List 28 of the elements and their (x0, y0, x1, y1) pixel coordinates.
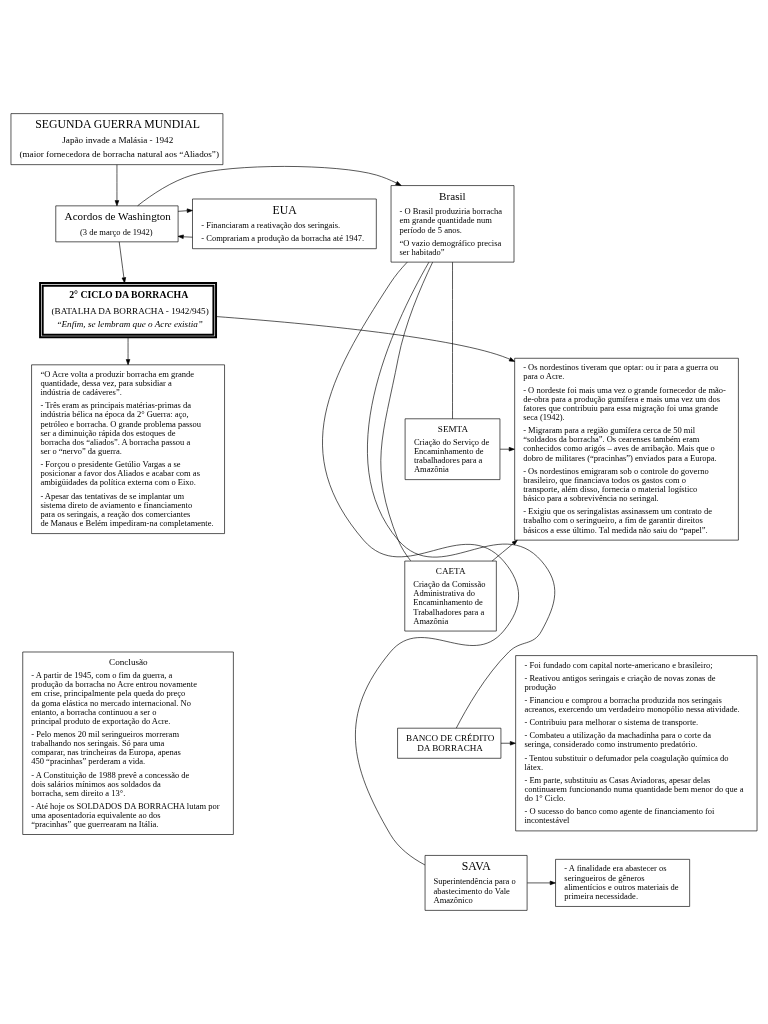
arrow (177, 208, 193, 213)
arrow (499, 447, 515, 452)
arrow (500, 741, 516, 746)
arrow (177, 234, 193, 239)
node-box: Brasil - O Brasil produziria borracha em grande quantidade num período de 5 anos. “O vazio demográfico precisa ser habitado” (390, 185, 515, 263)
arrow (137, 166, 402, 207)
node-box: Acordos de Washington (3 de março de 1942) (55, 205, 179, 243)
node-box: - A finalidade era abastecer os seringueiros de gêneros alimentícios e outros materiais de primeira necessidade. (555, 859, 690, 907)
arrow (491, 539, 518, 562)
connector (452, 261, 453, 420)
arrow (118, 241, 127, 284)
node-box: Conclusão - A partir de 1945, com o fim da guerra, a produção da borracha no Acre entrou novamente em crise, principalmente pela queda do preço da goma elástica no mercado internacional. No entanto, a borracha continuou a ser o principal produto de exportação do Acre. - Pelo menos 20 mil seringueiros morreram trabalhando nos seringais. Só para uma comparar, nas trincheiras da Europa, apenas 450 “pracinhas” perderam a vida. - A Constituição de 1988 prevê a concessão de dois salários mínimos aos soldados da borracha, sem direito a 13°. - Até hoje os SOLDADOS DA BORRACHA lutam por uma aposentadoria equivalente ao dos “pracinhas” que guerrearam na Itália. (22, 651, 234, 835)
node-box: BANCO DE CRÉDITO DA BORRACHA (397, 727, 502, 759)
arrow (125, 337, 131, 366)
node-box: CAETA Criação da Comissão Administrativa do Encaminhamento de Trabalhadores para a Amazônia (404, 560, 497, 632)
node-box: SEMTA Criação do Serviço de Encaminhamento de trabalhadores para a Amazônia (404, 418, 501, 480)
node-box: EUA - Financiaram a reativação dos seringais. - Comprariam a produção da borracha até 1947. (192, 198, 377, 250)
node-box: SEGUNDA GUERRA MUNDIAL Japão invade a Malásia - 1942 (maior fornecedora de borracha natural aos “Aliados”) (10, 113, 224, 165)
connector (380, 261, 433, 562)
node-box: - Os nordestinos tiveram que optar: ou ir para a guerra ou para o Acre. - O nordeste foi mais uma vez o grande fornecedor de mão-de-obra para a produção gumífera e mais uma vez um dos fatores que contribuiu para essa migração foi uma grande seca (1942). - Migraram para a região gumífera cerca de 50 mil “soldados da borracha”. Os cearenses também eram conhecidos como arigós – aves de arribação. Mais que o dobro de militares (“pracinhas”) enviados para a Europa. - Os nordestinos emigraram sob o controle do governo brasileiro, que financiava todos os gastos com o transporte, além disso, fornecia o material logístico básico para a sobrevivência no seringal. - Exigiu que os seringalistas assinassem um contrato de trabalho com o seringueiro, a fim de garantir direitos básicos a esse último. Tal medida não saiu do “papel”. (514, 357, 739, 541)
node-box: - Foi fundado com capital norte-americano e brasileiro; - Reativou antigos seringais e criação de novas zonas de produção - Financiou e comprou a borracha produzida nos seringais acreanos, exercendo um verdadeiro monopólio nessa atividade. - Contribuiu para melhorar o sistema de transporte. - Combateu a utilização da machadinha para o corte da seringa, considerado como instrumento predatório. - Tentou substituir o defumador pela coagulação química do látex. - Em parte, substituiu as Casas Aviadoras, apesar delas continuarem funcionando numa quantidade bem menor do que a do 1° Ciclo. - O sucesso do banco como agente de financiamento foi incontestável (515, 655, 758, 832)
arrow (215, 316, 515, 362)
arrow (114, 164, 120, 207)
node-box: SAVA Superintendência para o abastecimento do Vale Amazônico (424, 855, 528, 911)
arrow (526, 880, 556, 886)
node-box: “O Acre volta a produzir borracha em grande quantidade, dessa vez, para subsidiar a indústria de cadáveres”. - Três eram as principais matérias-primas da indústria bélica na época da 2° Guerra: aço, petróleo e borracha. O grande problema passou ser a diminuição rápida dos estoques de borracha dos “aliados”. A borracha passou a ser o “nervo” da guerra. - Forçou o presidente Getúlio Vargas a se posicionar a favor dos Aliados e acabar com as ambigüidades da política externa com o Eixo. - Apesar das tentativas de se implantar um sistema direto de aviamento e financiamento para os seringais, a reação dos comerciantes de Manaus e Belém impediram-na completamente. (31, 364, 225, 534)
connector (322, 261, 519, 866)
connector (367, 261, 556, 729)
